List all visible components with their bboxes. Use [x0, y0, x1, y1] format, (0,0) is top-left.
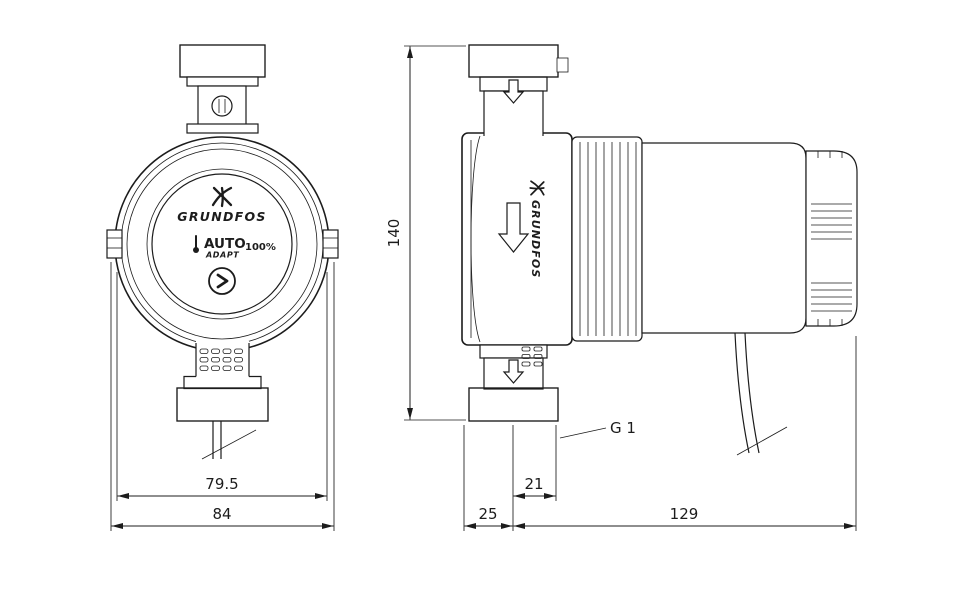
capacity-percent-label: 100%: [245, 242, 276, 253]
flow-arrow-down-icon: [502, 79, 525, 104]
dim-inlet-offset-label: 25: [478, 505, 497, 523]
control-button: [208, 267, 236, 295]
thread-size-callout: G 1: [559, 419, 636, 439]
dim-length-label: 129: [670, 505, 699, 523]
dim-nut-offset-21: 21: [513, 425, 557, 501]
flow-arrow-down-icon: [497, 202, 530, 253]
dim-front-overall-84: 84: [110, 262, 335, 531]
mounting-tab-right: [322, 229, 339, 259]
dimension-annotations: 140 79.5 84 25 21 129: [110, 45, 857, 531]
side-motor-body: [641, 142, 807, 334]
front-view: GRUNDFOS AUTO ADAPT 100%: [106, 44, 339, 460]
dim-front-width-label: 79.5: [205, 475, 238, 493]
valve-screw-icon: [211, 95, 233, 117]
dim-height-140: 140: [385, 45, 466, 421]
front-mounting-tabs: [106, 229, 339, 259]
cable-break-mark: [201, 429, 257, 460]
side-view: GRUNDFOS: [461, 44, 858, 456]
side-cable: [734, 332, 788, 456]
side-end-cap: [805, 150, 858, 327]
dim-height-label: 140: [385, 219, 403, 248]
side-brand: GRUNDFOS: [529, 180, 545, 278]
thread-size-label: G 1: [610, 419, 636, 437]
dim-front-width-79-5: 79.5: [116, 272, 328, 501]
front-valve-body: [197, 85, 247, 127]
side-bottom-connector: [468, 344, 559, 422]
pump-faceplate-ring: [151, 173, 293, 315]
dim-inlet-offset-25: 25: [463, 425, 514, 531]
front-bottom-nut: [176, 387, 269, 422]
auto-mode-label: AUTO: [204, 236, 246, 252]
dim-length-129: 129: [513, 336, 857, 531]
adapt-mode-label: ADAPT: [205, 251, 239, 260]
grundfos-crown-icon: [211, 186, 233, 208]
side-flow-arrow-mid: [497, 202, 530, 253]
side-clamp-band: [571, 136, 643, 342]
front-brand-label: GRUNDFOS: [177, 209, 266, 224]
dim-nut-offset-label: 21: [524, 475, 543, 493]
flow-arrow-down-icon: [502, 359, 525, 384]
front-cable: [201, 421, 257, 460]
chevron-right-icon: [216, 273, 229, 289]
callout-leader-line: [559, 427, 607, 439]
cable-break-mark: [736, 426, 788, 456]
dim-front-overall-label: 84: [212, 505, 231, 523]
thermometer-icon: [193, 235, 199, 253]
vent-slots: [199, 348, 243, 371]
side-top-connector: [468, 44, 569, 136]
side-vent-slots: [521, 346, 543, 367]
front-top-connector: [179, 44, 266, 134]
front-faceplate: GRUNDFOS AUTO ADAPT 100%: [177, 186, 276, 295]
air-vent-tab: [556, 57, 569, 73]
side-brand-label: GRUNDFOS: [529, 200, 542, 278]
end-cap-ribs: [811, 151, 852, 326]
mounting-tab-left: [106, 229, 123, 259]
front-bottom-foot: [183, 341, 262, 390]
